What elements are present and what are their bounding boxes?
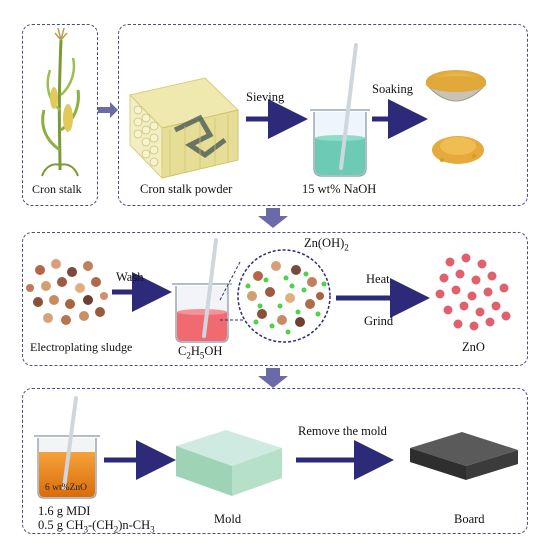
ethanol-label: C2H5OH — [178, 344, 222, 361]
ethanol-sub-1: 2 — [186, 350, 191, 361]
mold-icon — [176, 430, 282, 496]
zoom-line-top — [219, 261, 241, 301]
zn-oh-zoom-circle — [237, 249, 331, 343]
corn-stalk-icon — [41, 27, 80, 177]
ethanol-sub-2: 5 — [199, 350, 205, 361]
paraffin-sub-3: 3 — [150, 524, 155, 535]
grind-label: Grind — [364, 314, 394, 328]
flow-arrow-3-head — [258, 376, 288, 388]
soaking-label: Soaking — [372, 82, 413, 96]
zno-label: ZnO — [462, 340, 485, 354]
fiber-powder-icon — [432, 136, 484, 164]
paraffin-c: )n-CH — [118, 518, 151, 532]
ethanol-beaker-icon — [172, 238, 232, 343]
board-icon — [410, 432, 518, 480]
flow-arrow-3 — [266, 368, 280, 378]
flow-arrow-2-head — [258, 216, 288, 228]
paraffin-sub-2: 2 — [113, 524, 119, 535]
paraffin-label: 0.5 g CH3-(CH2)n-CH3 — [38, 518, 155, 535]
zno-particles — [435, 253, 511, 331]
ethanol-h: H — [190, 344, 200, 358]
corn-stalk-label: Cron stalk — [32, 182, 82, 196]
remove-mold-label: Remove the mold — [298, 424, 387, 438]
zn-oh-label: Zn(OH)2 — [304, 236, 349, 253]
heat-label: Heat — [366, 272, 390, 286]
sludge-particles — [26, 259, 108, 325]
paraffin-a: 0.5 g CH — [38, 518, 84, 532]
stalk-powder-icon — [129, 77, 240, 180]
flow-arrow-1-head — [110, 102, 118, 118]
zno-beaker-icon — [34, 396, 100, 499]
sludge-label-text: Electroplating sludge — [30, 340, 133, 354]
zn-oh-text: Zn(OH) — [304, 236, 345, 250]
paraffin-b: -(CH — [88, 518, 114, 532]
naoh-label: 15 wt% NaOH — [302, 182, 377, 196]
naoh-beaker-icon — [310, 43, 370, 177]
zno-beaker-label: 6 wt%ZnO — [45, 483, 87, 493]
board-label: Board — [454, 512, 485, 526]
sieving-label: Sieving — [246, 90, 285, 104]
sludge-label: Electroplating sludge — [30, 340, 132, 355]
stalk-powder-label: Cron stalk powder — [140, 182, 233, 196]
mdi-label: 1.6 g MDI — [38, 504, 91, 518]
zn-oh-sub: 2 — [344, 242, 349, 253]
paraffin-sub-1: 3 — [83, 524, 89, 535]
fiber-bowl-icon — [425, 70, 487, 102]
ethanol-oh: OH — [204, 344, 223, 358]
mold-label: Mold — [214, 512, 242, 526]
wash-label: Wash — [116, 270, 144, 284]
flow-arrow-2 — [266, 208, 280, 218]
ethanol-c: C — [178, 344, 187, 358]
